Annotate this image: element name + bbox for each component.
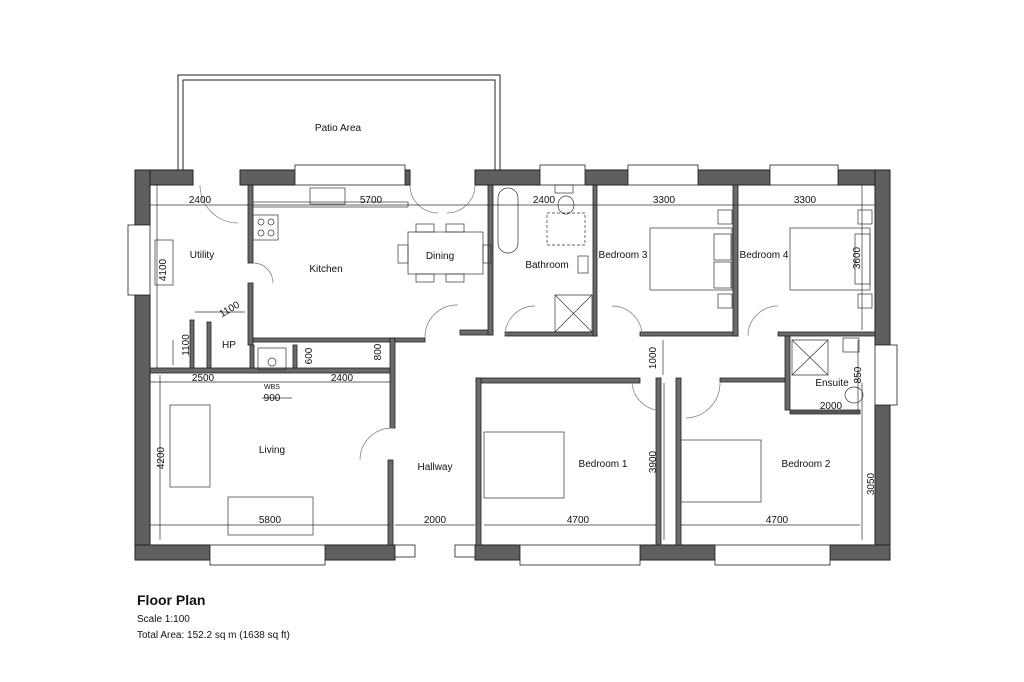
dim-bed2-width: 4700 [766,515,789,526]
dimension-lines [150,185,875,540]
exterior-walls [134,169,891,561]
room-label-hp: HP [222,340,236,351]
room-label-hallway: Hallway [417,462,452,473]
fixtures [154,184,873,536]
dim-bed1-width: 4700 [567,515,590,526]
dim-utility-height: 4100 [158,258,169,281]
dim-hp-height: 1100 [181,334,192,356]
room-label-bedroom2: Bedroom 2 [782,459,831,470]
dimension-labels: 2400 5700 2400 3300 3300 3600 4100 1100 … [156,195,877,526]
room-label-dining: Dining [426,251,454,262]
dim-hall-width: 2000 [424,515,447,526]
room-label-wbs: WBS [264,384,280,391]
dim-bathroom-width: 2400 [533,195,556,206]
patio-outline [177,74,501,170]
plan-title: Floor Plan [137,592,206,608]
room-label-bathroom: Bathroom [525,260,568,271]
plan-scale: Scale 1:100 [137,614,190,625]
room-label-utility: Utility [190,250,214,261]
dim-utility-width: 2400 [189,195,212,206]
dim-bed1-height: 3900 [648,450,659,473]
room-label-ensuite: Ensuite [815,378,849,389]
room-label-kitchen: Kitchen [309,264,342,275]
room-labels: Patio Area Utility Kitchen Dining Bathro… [190,123,849,473]
room-label-living: Living [259,445,285,456]
dim-600: 600 [304,347,315,364]
dim-2400-living: 2400 [331,373,354,384]
interior-walls [149,184,876,546]
dim-wbs-width: 900 [264,393,281,404]
dim-corridor: 1000 [648,346,659,369]
room-label-bedroom1: Bedroom 1 [579,459,628,470]
dim-hp-width: 1100 [218,299,243,319]
room-label-bedroom4: Bedroom 4 [740,250,789,261]
dim-2500: 2500 [192,373,215,384]
dim-living-width: 5800 [259,515,282,526]
room-label-bedroom3: Bedroom 3 [599,250,648,261]
dim-bed2-height: 3050 [866,472,877,495]
dim-ensuite-width: 2000 [820,401,843,412]
dim-bed4-height: 3600 [852,246,863,269]
dim-800: 800 [373,343,384,360]
room-label-patio: Patio Area [315,123,362,134]
plan-total-area: Total Area: 152.2 sq m (1638 sq ft) [137,630,290,641]
dim-bed3-width: 3300 [653,195,676,206]
dim-living-height: 4200 [156,446,167,469]
windows [127,164,898,566]
dim-kitchen-width: 5700 [360,195,383,206]
dim-ensuite-height: 850 [853,366,864,383]
dim-bed4-width: 3300 [794,195,817,206]
